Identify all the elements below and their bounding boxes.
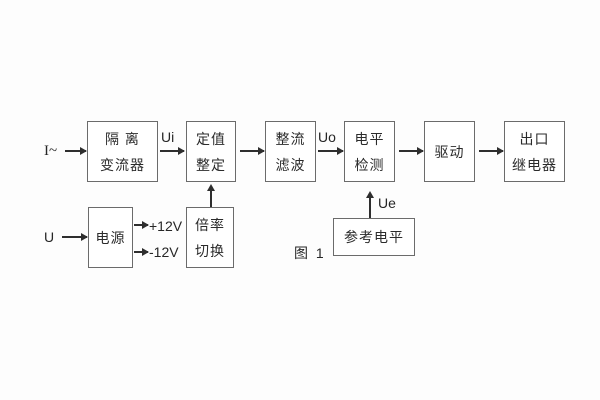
- arrow-rectifier-to-level-icon: [318, 147, 344, 155]
- block-isolation-line2: 变流器: [100, 156, 145, 173]
- arrow-ratio-to-setting-icon: [207, 184, 215, 207]
- block-drive-label: 驱动: [434, 143, 465, 160]
- block-setting-line1: 定值: [196, 130, 226, 147]
- label-input-voltage: U: [44, 229, 55, 245]
- arrow-level-to-drive-icon: [399, 147, 424, 155]
- block-relay-line1: 出口: [519, 130, 550, 147]
- block-relay-line2: 继电器: [512, 156, 557, 173]
- block-ratio-switch: 倍率 切换: [186, 207, 234, 268]
- block-ratio-line2: 切换: [195, 242, 225, 259]
- block-level-line1: 电平: [354, 130, 385, 147]
- block-power-supply: 电源: [88, 207, 133, 268]
- block-isolation-transformer: 隔 离 变流器: [87, 121, 158, 182]
- block-reference-label: 参考电平: [344, 229, 404, 245]
- label-ue: Ue: [378, 195, 396, 211]
- arrow-input-current-icon: [65, 147, 87, 155]
- figure-caption: 图 1: [294, 245, 326, 261]
- arrow-isolation-to-setting-icon: [160, 147, 185, 155]
- block-rectifier-filter: 整流 滤波: [265, 121, 316, 182]
- block-power-label: 电源: [95, 229, 126, 246]
- arrow-drive-to-relay-icon: [479, 147, 504, 155]
- label-uo: Uo: [318, 129, 336, 145]
- label-input-current: I~: [44, 143, 58, 159]
- block-setting-adjust: 定值 整定: [186, 121, 236, 182]
- arrow-minus12-icon: [134, 248, 149, 256]
- block-rectifier-line1: 整流: [275, 130, 306, 147]
- block-reference-level: 参考电平: [333, 218, 415, 256]
- block-isolation-line1: 隔 离: [105, 130, 140, 147]
- arrow-setting-to-rectifier-icon: [240, 147, 265, 155]
- arrow-reference-to-level-icon: [366, 191, 374, 218]
- block-output-relay: 出口 继电器: [504, 121, 565, 182]
- label-plus12: +12V: [149, 218, 183, 234]
- block-rectifier-line2: 滤波: [275, 156, 306, 173]
- arrow-plus12-icon: [134, 221, 149, 229]
- block-level-detection: 电平 检测: [344, 121, 395, 182]
- label-minus12: -12V: [149, 244, 179, 260]
- block-drive: 驱动: [424, 121, 475, 182]
- block-setting-line2: 整定: [196, 156, 226, 173]
- block-ratio-line1: 倍率: [195, 216, 225, 233]
- block-level-line2: 检测: [354, 156, 385, 173]
- arrow-input-voltage-icon: [62, 233, 88, 241]
- label-ui: Ui: [161, 129, 175, 145]
